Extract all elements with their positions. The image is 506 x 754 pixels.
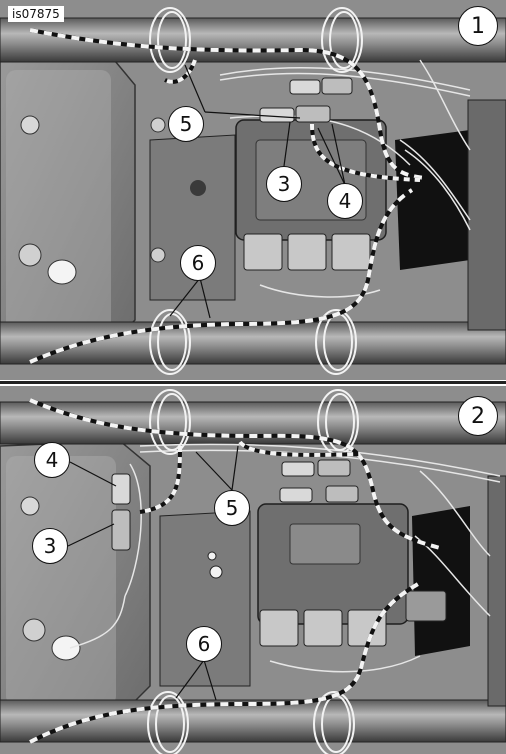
bracket-hole	[209, 565, 223, 579]
module-connectors	[243, 233, 371, 271]
bolt	[150, 247, 166, 263]
callout-leaders	[67, 445, 239, 701]
bolt	[20, 115, 40, 135]
bolt	[20, 496, 40, 516]
frame-cavity	[395, 130, 470, 270]
right-frame-rail	[487, 475, 506, 707]
bracket-block	[405, 590, 447, 622]
callout-5: 5	[168, 106, 204, 142]
control-module-face	[289, 523, 361, 565]
callout-leaders	[169, 64, 346, 319]
callout-4: 4	[327, 183, 363, 219]
bracket-hole	[207, 551, 217, 561]
bracket-hole	[190, 180, 206, 196]
callout-5: 5	[214, 490, 250, 526]
bolt	[18, 243, 42, 267]
view-number-badge: 2	[458, 396, 498, 436]
callout-6: 6	[180, 245, 216, 281]
callout-3: 3	[266, 166, 302, 202]
view-2-panel: 2 4 3 5 6	[0, 386, 506, 754]
right-frame-rail	[467, 99, 506, 331]
wire-bundle	[219, 59, 471, 298]
bolt	[150, 117, 166, 133]
frame-plate-face	[6, 456, 116, 706]
bolt	[22, 618, 46, 642]
figure-id-label: is07875	[8, 6, 64, 22]
module-connectors	[259, 609, 387, 647]
callout-6: 6	[186, 626, 222, 662]
view-number-badge: 1	[458, 6, 498, 46]
harness-route	[29, 398, 441, 744]
view-1-illustration	[0, 0, 506, 380]
panel-divider	[0, 381, 506, 384]
inline-connectors	[111, 459, 359, 551]
inline-connectors	[259, 77, 353, 123]
view-1-panel: is07875 1 5 3 4 6	[0, 0, 506, 380]
frame-cavity	[412, 506, 470, 656]
view-2-illustration	[0, 386, 506, 754]
harness-route	[29, 28, 426, 364]
callout-3: 3	[32, 528, 68, 564]
frame-hole	[47, 259, 77, 285]
callout-4: 4	[34, 442, 70, 478]
frame-hole	[51, 635, 81, 661]
frame-plate-face	[6, 70, 111, 340]
